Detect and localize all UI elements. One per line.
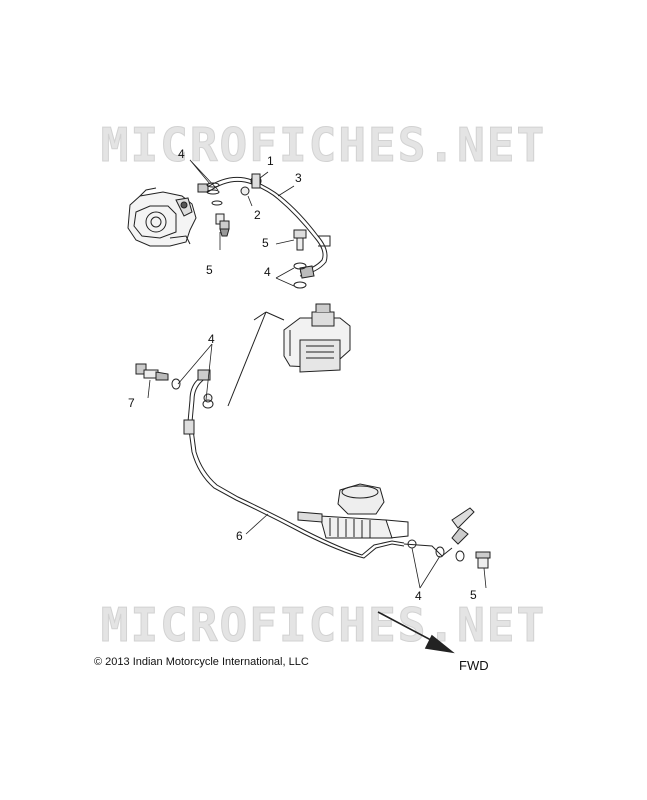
callout-5-bottom: 5 [470, 588, 477, 602]
copyright-notice: © 2013 Indian Motorcycle International, … [94, 656, 309, 668]
fwd-label: FWD [459, 658, 489, 673]
abs-leader [227, 311, 285, 407]
callout-4-upper: 4 [264, 265, 271, 279]
caliper-fittings [206, 182, 230, 237]
main-brake-line [183, 369, 453, 559]
brake-caliper [127, 187, 197, 247]
callout-6: 6 [236, 529, 243, 543]
callout-leaders [147, 159, 487, 589]
upper-brake-line [197, 173, 331, 279]
watermark-top: MICROFICHES.NET [100, 118, 547, 173]
callout-5-upper: 5 [262, 236, 269, 250]
callout-5-caliper: 5 [206, 263, 213, 277]
master-cylinder [297, 483, 417, 549]
callout-2: 2 [254, 208, 261, 222]
left-fitting [135, 363, 214, 409]
callout-1: 1 [267, 154, 274, 168]
callout-3: 3 [295, 171, 302, 185]
callout-4-top: 4 [178, 147, 185, 161]
watermark-bottom: MICROFICHES.NET [100, 598, 547, 653]
callout-4-bottom: 4 [415, 589, 422, 603]
fwd-arrow [377, 611, 455, 654]
abs-module [283, 303, 351, 373]
callout-4-middle: 4 [208, 332, 215, 346]
banjo-bolt-upper [293, 229, 307, 289]
callout-7: 7 [128, 396, 135, 410]
right-fittings [435, 507, 491, 569]
